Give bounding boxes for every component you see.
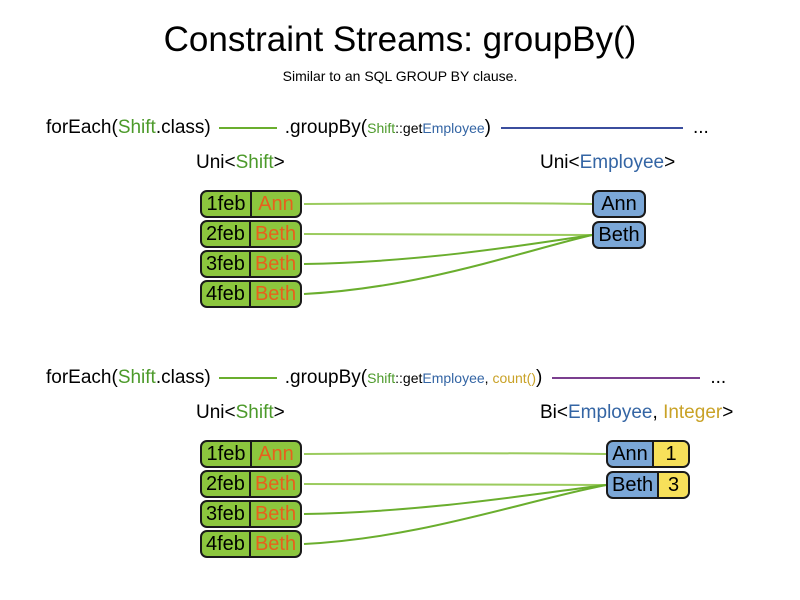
shift-box[interactable]: 1feb Ann	[200, 190, 302, 218]
employee-count: 3	[659, 473, 688, 497]
employee-count-box[interactable]: Ann 1	[606, 440, 690, 468]
shift-employee: Ann	[258, 193, 294, 215]
type-generic: Shift	[235, 402, 274, 423]
foreach-suffix: .class)	[155, 117, 211, 138]
employee-count: 1	[654, 442, 688, 466]
foreach-prefix: forEach(	[46, 117, 118, 138]
shift-date: 4feb	[202, 532, 251, 556]
type-label-right-uni-employee: Uni<Employee>	[540, 152, 675, 174]
connector-foreach-to-groupby	[218, 377, 277, 379]
type-close: >	[273, 152, 285, 173]
groupby-class: Shift	[367, 370, 396, 386]
code-line-groupby-count: forEach(Shift.class) .groupBy(Shift::get…	[46, 365, 766, 391]
employee-name: Ann	[601, 193, 637, 215]
groupby-suffix: )	[536, 367, 543, 388]
groupby-prefix: .groupBy(	[284, 367, 368, 388]
type-container: Uni<	[196, 402, 236, 423]
foreach-prefix: forEach(	[46, 367, 118, 388]
employee-box[interactable]: Ann	[592, 190, 646, 218]
shift-employee: Beth	[254, 253, 297, 275]
connector-foreach-to-groupby	[218, 127, 277, 129]
connector-groupby-to-ellipsis	[552, 377, 701, 379]
shift-box[interactable]: 2feb Beth	[200, 470, 302, 498]
type-generic: Employee	[579, 152, 665, 173]
type-container: Uni<	[196, 152, 236, 173]
connector-groupby-to-ellipsis	[500, 127, 683, 129]
shift-employee: Beth	[254, 283, 297, 305]
type-generic2: Integer	[663, 402, 723, 423]
shift-box[interactable]: 3feb Beth	[200, 250, 302, 278]
type-container: Uni<	[540, 152, 580, 173]
employee-count-box[interactable]: Beth 3	[606, 471, 690, 499]
type-close: >	[273, 402, 285, 423]
shift-box[interactable]: 4feb Beth	[200, 530, 302, 558]
shift-employee: Beth	[254, 473, 297, 495]
groupby-sep: ::get	[395, 120, 423, 136]
shift-date: 1feb	[202, 442, 252, 466]
type-comma: ,	[652, 402, 664, 423]
shift-box[interactable]: 3feb Beth	[200, 500, 302, 528]
employee-name: Beth	[608, 473, 660, 497]
code-line-groupby-single: forEach(Shift.class) .groupBy(Shift::get…	[46, 115, 766, 141]
foreach-suffix: .class)	[155, 367, 211, 388]
ellipsis-1: ...	[692, 117, 709, 138]
groupby-comma: ,	[484, 370, 493, 386]
page-title: Constraint Streams: groupBy()	[163, 20, 637, 59]
type-label-right-bi-employee-integer: Bi<Employee, Integer>	[540, 402, 733, 424]
shift-date: 4feb	[202, 282, 251, 306]
type-close: >	[722, 402, 734, 423]
type-close: >	[664, 152, 676, 173]
type-container: Bi<	[540, 402, 568, 423]
employee-box[interactable]: Beth	[592, 221, 646, 249]
shift-employee: Beth	[254, 503, 297, 525]
foreach-type: Shift	[117, 117, 156, 138]
shift-employee: Ann	[258, 443, 294, 465]
foreach-type: Shift	[117, 367, 156, 388]
shift-employee: Beth	[254, 533, 297, 555]
shift-date: 3feb	[202, 502, 251, 526]
groupby-sep: ::get	[395, 370, 423, 386]
shift-date: 1feb	[202, 192, 252, 216]
employee-name: Ann	[608, 442, 654, 466]
type-label-left-uni-shift-2: Uni<Shift>	[196, 402, 285, 424]
ellipsis-2: ...	[710, 367, 727, 388]
employee-name: Beth	[598, 224, 640, 246]
groupby-collector: count()	[492, 370, 537, 386]
groupby-prefix: .groupBy(	[284, 117, 368, 138]
shift-date: 2feb	[202, 472, 251, 496]
groupby-suffix: )	[484, 117, 491, 138]
page-subtitle: Similar to an SQL GROUP BY clause.	[282, 68, 518, 84]
shift-employee: Beth	[254, 223, 297, 245]
shift-date: 2feb	[202, 222, 251, 246]
shift-box[interactable]: 4feb Beth	[200, 280, 302, 308]
type-label-left-uni-shift: Uni<Shift>	[196, 152, 285, 174]
shift-date: 3feb	[202, 252, 251, 276]
groupby-property: Employee	[422, 120, 485, 136]
groupby-property: Employee	[422, 370, 485, 386]
shift-box[interactable]: 1feb Ann	[200, 440, 302, 468]
type-generic: Shift	[235, 152, 274, 173]
shift-box[interactable]: 2feb Beth	[200, 220, 302, 248]
type-generic: Employee	[568, 402, 653, 423]
groupby-class: Shift	[367, 120, 396, 136]
